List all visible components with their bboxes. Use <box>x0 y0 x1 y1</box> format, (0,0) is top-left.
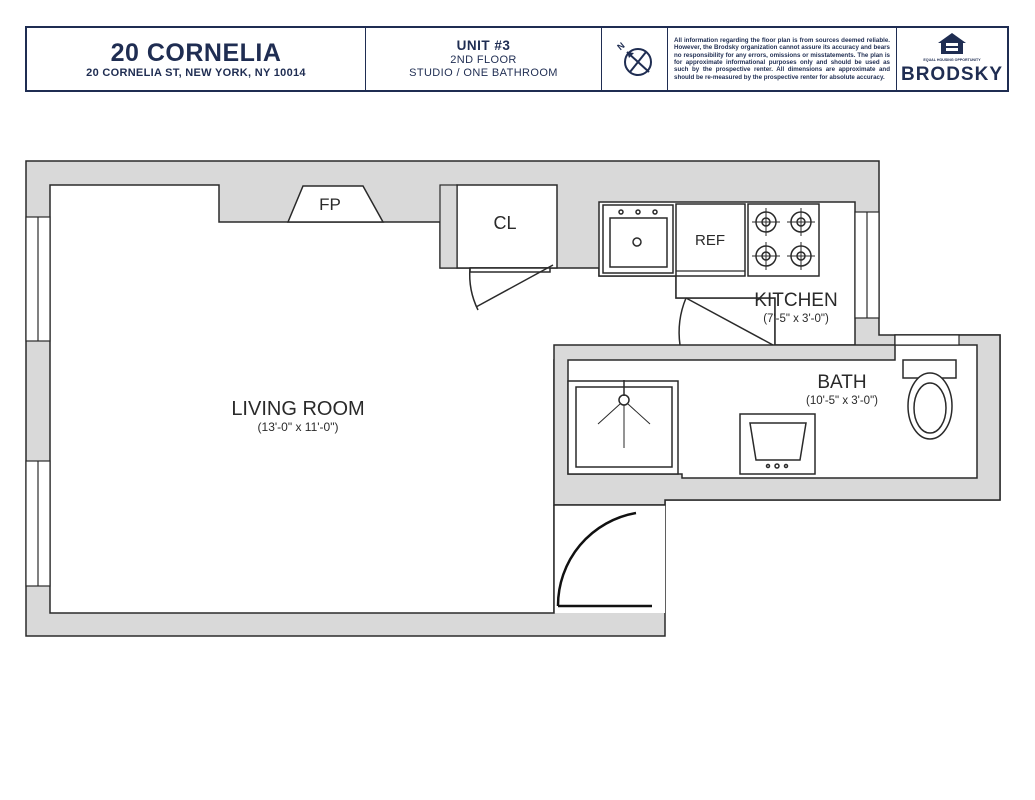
refrigerator <box>675 203 746 277</box>
building-info: 20 CORNELIA 20 CORNELIA ST, NEW YORK, NY… <box>27 28 366 90</box>
walls <box>25 160 1001 637</box>
disclaimer-cell: All information regarding the floor plan… <box>668 28 897 90</box>
living-room-dims: (13'-0" x 11'-0") <box>258 420 339 434</box>
closet <box>456 184 558 269</box>
disclaimer-text: All information regarding the floor plan… <box>674 36 890 81</box>
windows <box>25 211 960 587</box>
bath-dims: (10'-5" x 3'-0") <box>806 395 878 407</box>
closet-label: CL <box>493 213 516 233</box>
compass-north-label: N <box>615 40 626 52</box>
unit-floor: 2ND FLOOR <box>450 54 517 66</box>
living-room-label: LIVING ROOM <box>231 398 364 420</box>
closet-door <box>468 264 554 311</box>
toilet <box>902 359 957 440</box>
window-bath <box>894 334 960 346</box>
refrigerator-label: REF <box>695 232 725 249</box>
unit-info: UNIT #3 2ND FLOOR STUDIO / ONE BATHROOM <box>366 28 602 90</box>
unit-number: UNIT #3 <box>456 38 511 53</box>
fireplace <box>286 185 385 223</box>
entry-door <box>556 511 652 608</box>
building-name: 20 CORNELIA <box>110 38 282 67</box>
kitchen-label: KITCHEN <box>754 290 837 311</box>
unit-type: STUDIO / ONE BATHROOM <box>409 67 558 79</box>
kitchen-door <box>678 297 774 346</box>
stove <box>747 203 820 277</box>
kitchen-sink <box>602 204 674 274</box>
equal-housing-icon <box>938 33 966 54</box>
fireplace-label: FP <box>319 195 341 214</box>
entry-corridor <box>554 505 665 613</box>
kitchen-dims: (7'-5" x 3'-0") <box>763 313 829 325</box>
title-block: 20 CORNELIA 20 CORNELIA ST, NEW YORK, NY… <box>25 26 1009 92</box>
shower <box>567 380 679 475</box>
bath-label: BATH <box>817 372 866 393</box>
compass: N <box>602 28 668 90</box>
compass-icon: N <box>615 40 652 76</box>
equal-housing-text: EQUAL HOUSING OPPORTUNITY <box>923 58 981 62</box>
bath-sink <box>739 413 816 475</box>
brand-logo: EQUAL HOUSING OPPORTUNITY BRODSKY <box>897 28 1007 90</box>
building-address: 20 CORNELIA ST, NEW YORK, NY 10014 <box>86 66 306 79</box>
brodsky-logo: BRODSKY <box>900 64 1003 85</box>
